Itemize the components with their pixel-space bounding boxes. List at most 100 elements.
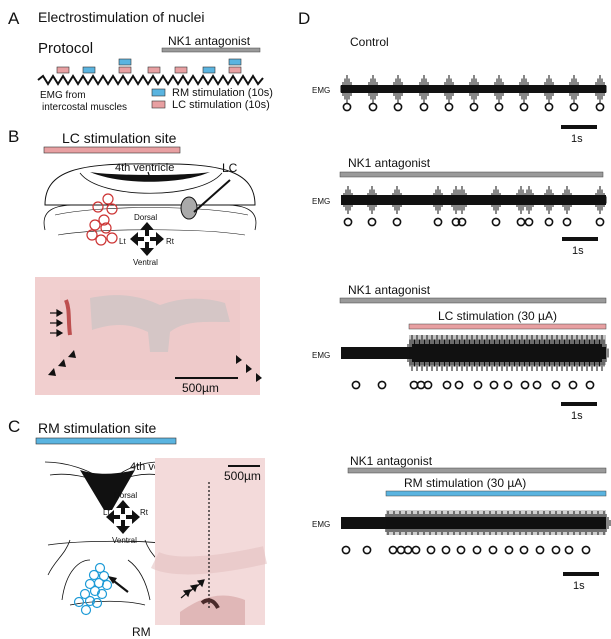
rm-dorsal-label: Dorsal <box>114 491 137 500</box>
emg-baseline <box>341 195 606 205</box>
lc-stim-box <box>56 66 70 74</box>
lateral-outline <box>43 204 257 231</box>
breath-marker <box>377 380 387 390</box>
breath-markers <box>342 102 605 112</box>
breath-marker <box>489 380 499 390</box>
rm-lower-lines <box>61 559 151 606</box>
breath-marker <box>504 545 514 555</box>
breath-marker <box>433 217 443 227</box>
lc-stim-circles <box>86 193 118 246</box>
trace-control: Control EMG 1s <box>312 35 607 145</box>
breath-marker <box>551 545 561 555</box>
breath-marker <box>393 102 403 112</box>
trace-title: NK1 antagonist <box>350 454 433 468</box>
lc-stim-trace-bar <box>408 323 607 330</box>
breath-marker <box>544 217 554 227</box>
rm-lower-outline <box>47 539 169 576</box>
panel-a-title: Electrostimulation of nuclei <box>38 9 205 25</box>
breath-marker <box>562 217 572 227</box>
breath-marker <box>503 380 513 390</box>
rm-photo-arrows <box>180 579 205 599</box>
emg-bursts <box>405 335 609 371</box>
breath-marker <box>419 102 429 112</box>
trace-lc-stim: NK1 antagonist LC stimulation (30 µA) EM… <box>312 283 609 422</box>
breath-marker <box>581 545 591 555</box>
lc-lesion-mark <box>64 299 72 336</box>
breath-marker <box>488 545 498 555</box>
breath-marker <box>416 380 426 390</box>
breath-marker <box>351 380 361 390</box>
rm-legend-swatch <box>151 88 166 97</box>
breath-marker <box>551 380 561 390</box>
time-scale-label: 1s <box>572 245 584 257</box>
trace-title: NK1 antagonist <box>348 156 431 170</box>
rm-stim-box <box>202 66 216 74</box>
panel-c: C RM stimulation site 4th ventricle Dors… <box>8 417 267 639</box>
breath-marker <box>585 380 595 390</box>
breath-marker <box>392 217 402 227</box>
breath-marker <box>423 380 433 390</box>
breath-marker <box>367 217 377 227</box>
stim-label: LC stimulation (30 µA) <box>438 309 557 323</box>
lc-stim-box <box>118 66 132 74</box>
lc-stim-box <box>147 66 161 74</box>
cerebellar-line <box>79 172 223 194</box>
breath-marker <box>469 102 479 112</box>
lc-site-bar <box>43 146 181 154</box>
breath-marker <box>411 545 421 555</box>
panel-d: D Control EMG 1s NK1 antagonist EMG 1s N… <box>298 9 611 592</box>
emg-bursts <box>340 75 607 103</box>
breath-marker <box>519 545 529 555</box>
trace-rm-stim: NK1 antagonist RM stimulation (30 µA) EM… <box>312 454 611 592</box>
breath-markers <box>343 217 605 227</box>
lt-label: Lt <box>119 237 126 246</box>
breath-marker <box>343 217 353 227</box>
breath-marker <box>595 102 605 112</box>
nk1-trace-bar <box>339 171 604 178</box>
breath-marker <box>396 545 406 555</box>
breath-marker <box>388 545 398 555</box>
panel-c-title: RM stimulation site <box>38 420 156 436</box>
panel-a-letter: A <box>8 9 20 28</box>
fourth-ventricle-label: 4th ventricle <box>115 162 174 174</box>
breath-marker <box>520 380 530 390</box>
breath-marker <box>454 380 464 390</box>
lc-histology-photo <box>35 277 260 395</box>
breath-marker <box>491 217 501 227</box>
panel-b-letter: B <box>8 127 19 146</box>
breath-marker <box>568 380 578 390</box>
emg-from-label: EMG from <box>40 90 86 101</box>
trace-title: Control <box>350 35 389 49</box>
panel-d-letter: D <box>298 9 310 28</box>
emg-bursts <box>381 511 611 535</box>
rm-site-bar <box>35 437 177 445</box>
breath-marker <box>519 102 529 112</box>
panel-a: A Electrostimulation of nuclei Protocol … <box>8 9 273 113</box>
time-scale-label: 1s <box>573 580 585 592</box>
lc-scale-label: 500µm <box>182 381 219 395</box>
ventral-label: Ventral <box>133 258 158 267</box>
lc-legend-label: LC stimulation (10s) <box>172 99 270 111</box>
panel-b-title: LC stimulation site <box>62 130 177 146</box>
breath-marker <box>532 380 542 390</box>
time-scale-label: 1s <box>571 410 583 422</box>
breath-marker <box>442 380 452 390</box>
rm-legend-label: RM stimulation (10s) <box>172 87 273 99</box>
breath-marker <box>444 102 454 112</box>
breath-marker <box>595 217 605 227</box>
breath-marker <box>473 380 483 390</box>
emg-zigzag <box>37 74 264 86</box>
breath-marker <box>494 102 504 112</box>
nk1-trace-bar <box>347 467 607 474</box>
stim-label: RM stimulation (30 µA) <box>404 476 526 490</box>
emg-label: EMG <box>312 86 330 95</box>
rm-ventral-label: Ventral <box>112 536 137 545</box>
rm-stim-box <box>118 58 132 66</box>
breath-marker <box>342 102 352 112</box>
nk1-bar <box>161 47 261 53</box>
lc-label: LC <box>222 161 238 175</box>
rm-stim-trace-bar <box>385 490 607 497</box>
emg-label: EMG <box>312 351 330 360</box>
rm-stim-box <box>228 58 242 66</box>
